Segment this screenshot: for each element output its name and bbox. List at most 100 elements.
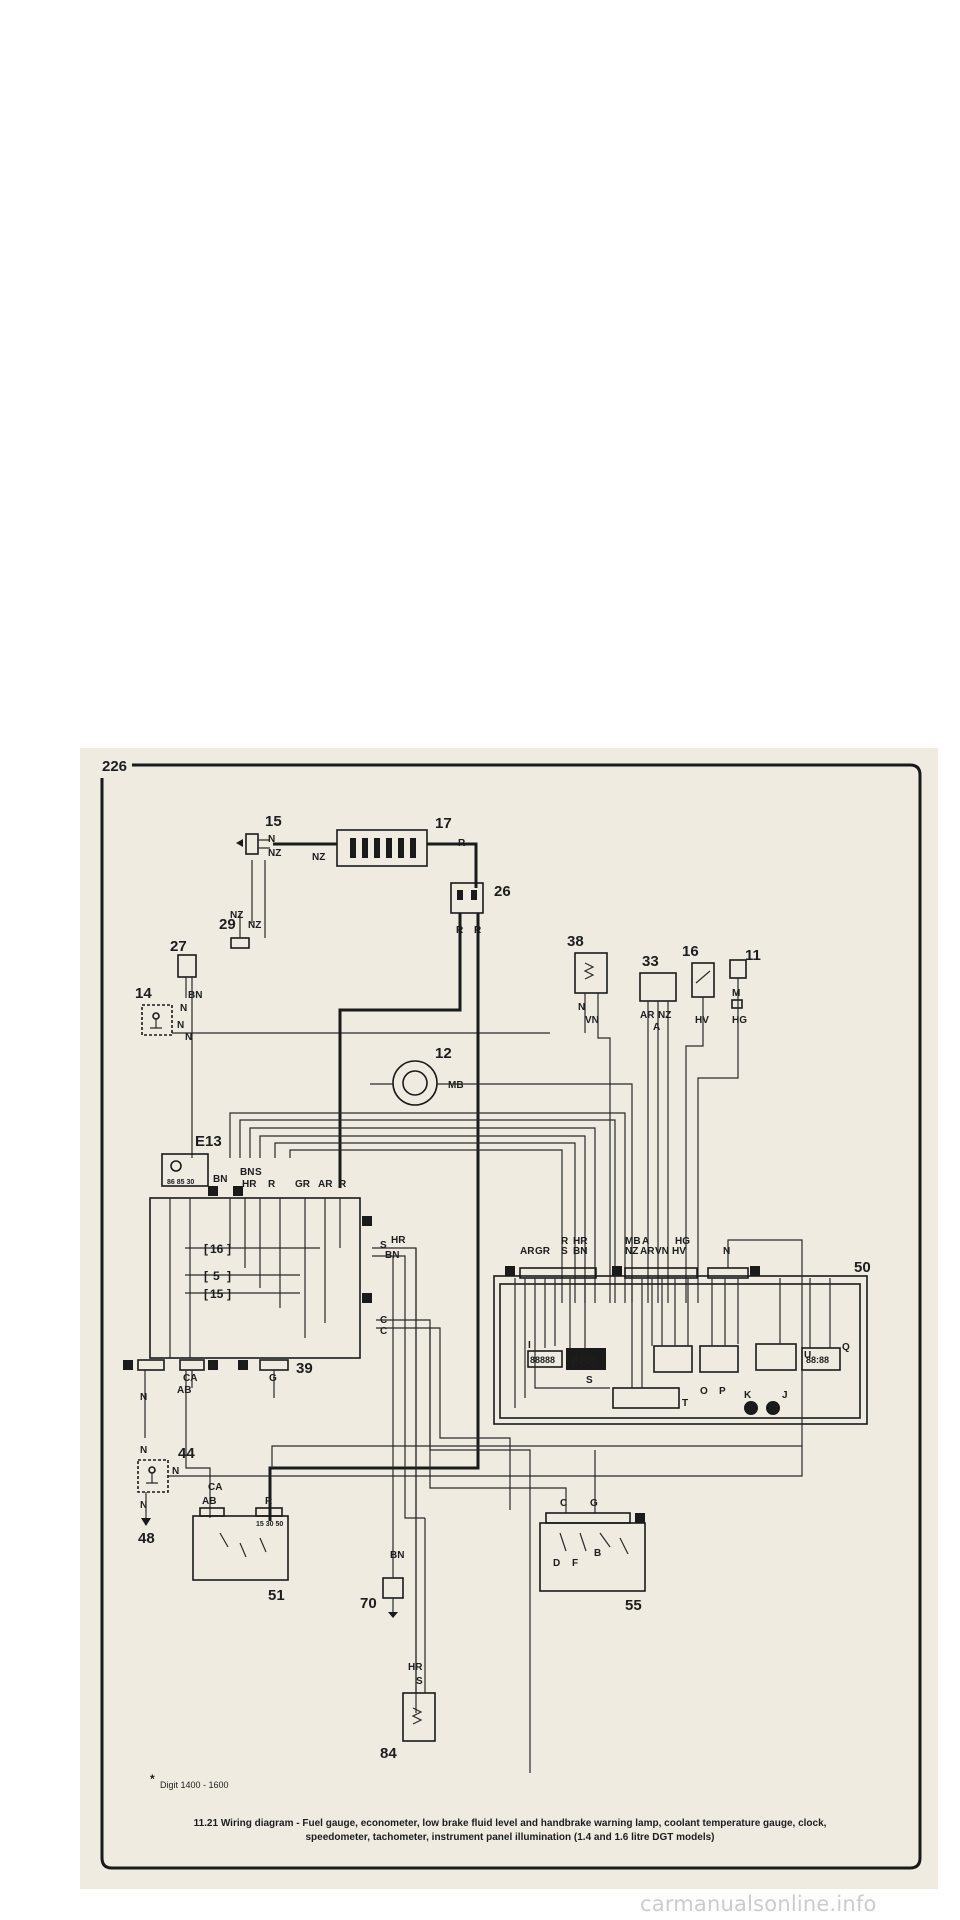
svg-text:HG: HG xyxy=(675,1236,690,1247)
page-frame xyxy=(100,763,922,1870)
svg-text:N: N xyxy=(172,1466,179,1477)
component-33-sender: 33 AR NZ A xyxy=(639,953,677,1303)
svg-text:C: C xyxy=(380,1326,387,1337)
svg-text:14: 14 xyxy=(135,985,152,1002)
component-17-fuel-gauge: 17 NZ R xyxy=(312,815,466,867)
svg-text:B: B xyxy=(614,1268,620,1277)
svg-text:NZ: NZ xyxy=(248,920,261,931)
svg-text:I: I xyxy=(528,1340,531,1351)
svg-text:[: [ xyxy=(204,1242,208,1256)
svg-text:51: 51 xyxy=(268,1587,285,1604)
svg-text:17: 17 xyxy=(435,815,452,832)
component-51-ignition-switch: CA AB R 15 30 50 51 xyxy=(192,1482,289,1604)
svg-text:N: N xyxy=(723,1246,730,1257)
svg-text:12: 12 xyxy=(435,1045,452,1062)
svg-text:S: S xyxy=(255,1167,262,1178)
svg-text:44: 44 xyxy=(178,1445,195,1462)
svg-text:R: R xyxy=(339,1179,347,1190)
svg-text:O: O xyxy=(700,1386,708,1397)
svg-text:NZ: NZ xyxy=(658,1010,671,1021)
footnote-marker: * xyxy=(150,1772,155,1786)
svg-text:S: S xyxy=(561,1246,568,1257)
svg-text:MB: MB xyxy=(625,1236,641,1247)
component-44-ground-point: N N 44 N xyxy=(137,1392,803,1493)
svg-text:]: ] xyxy=(227,1269,231,1283)
svg-text:NZ: NZ xyxy=(312,852,325,863)
svg-text:AR: AR xyxy=(318,1179,333,1190)
svg-text:HV: HV xyxy=(695,1015,709,1026)
wiring-diagram: 226 15 N NZ 17 NZ R 26 R R 29 NZ NZ 27 B xyxy=(100,758,922,1870)
svg-text:HG: HG xyxy=(732,1015,747,1026)
svg-text:N: N xyxy=(185,1032,192,1043)
svg-text:G: G xyxy=(590,1498,598,1509)
svg-text:[: [ xyxy=(204,1287,208,1301)
component-15-sender: 15 N NZ xyxy=(236,813,282,859)
svg-text:BN: BN xyxy=(188,990,202,1001)
svg-text:88:88: 88:88 xyxy=(806,1355,829,1365)
svg-text:CA: CA xyxy=(208,1482,222,1493)
svg-text:N: N xyxy=(177,1020,184,1031)
component-14-ground-point: 14 N N xyxy=(135,985,550,1043)
svg-text:G: G xyxy=(125,1362,131,1371)
svg-text:C: C xyxy=(560,1498,567,1509)
component-16-temperature-sender: 16 HV xyxy=(682,943,715,1303)
component-11-warning-switch: 11 M HG xyxy=(697,947,761,1303)
svg-text:70: 70 xyxy=(360,1595,377,1612)
svg-text:H: H xyxy=(210,1362,216,1371)
svg-text:84: 84 xyxy=(380,1745,397,1762)
svg-text:HV: HV xyxy=(672,1246,686,1257)
svg-text:N: N xyxy=(578,1002,585,1013)
svg-text:50: 50 xyxy=(854,1259,871,1276)
svg-text:NZ: NZ xyxy=(230,910,243,921)
svg-text:R: R xyxy=(268,1179,276,1190)
svg-text:38: 38 xyxy=(567,933,584,950)
caption-line-1: 11.21 Wiring diagram - Fuel gauge, econo… xyxy=(194,1818,827,1829)
fuse-16: [ 16 ] xyxy=(185,1242,320,1256)
svg-text:N: N xyxy=(140,1392,147,1403)
svg-text:33: 33 xyxy=(642,953,659,970)
svg-text:5: 5 xyxy=(213,1269,220,1283)
svg-text:]: ] xyxy=(227,1287,231,1301)
svg-text:AB: AB xyxy=(202,1496,216,1507)
component-12-handbrake-switch: 12 MB xyxy=(370,1045,633,1303)
svg-text:T: T xyxy=(682,1398,688,1409)
svg-text:AR: AR xyxy=(520,1246,535,1257)
svg-text:15: 15 xyxy=(210,1287,224,1301)
svg-text:N: N xyxy=(268,834,275,845)
svg-text:A: A xyxy=(642,1236,649,1247)
component-48-ground: N 48 xyxy=(138,1492,155,1547)
svg-text:U: U xyxy=(804,1350,811,1361)
svg-text:J: J xyxy=(240,1362,244,1371)
svg-text:16: 16 xyxy=(210,1242,224,1256)
svg-text:B: B xyxy=(594,1548,601,1559)
svg-text:AB: AB xyxy=(177,1385,191,1396)
svg-text:R: R xyxy=(561,1236,569,1247)
footnote: Digit 1400 - 1600 xyxy=(160,1780,229,1790)
svg-text:HR: HR xyxy=(242,1179,257,1190)
svg-text:CA: CA xyxy=(183,1373,197,1384)
svg-text:A: A xyxy=(210,1188,216,1197)
svg-text:BN: BN xyxy=(390,1550,404,1561)
svg-text:HR: HR xyxy=(391,1235,406,1246)
component-84-sender: HR S 84 xyxy=(380,1248,436,1762)
svg-text:26: 26 xyxy=(494,883,511,900)
svg-text:BN: BN xyxy=(213,1174,227,1185)
svg-text:VN: VN xyxy=(585,1015,599,1026)
svg-text:S: S xyxy=(380,1240,387,1251)
svg-text:S: S xyxy=(416,1676,423,1687)
svg-text:A: A xyxy=(507,1268,513,1277)
svg-text:AR: AR xyxy=(640,1246,655,1257)
svg-text:F: F xyxy=(572,1558,578,1569)
svg-text:R: R xyxy=(265,1496,273,1507)
svg-text:27: 27 xyxy=(170,938,187,955)
fuse-5: [ 5 ] xyxy=(185,1269,300,1283)
svg-text:A: A xyxy=(653,1022,660,1033)
component-70-switch: BN 70 xyxy=(360,1256,404,1618)
svg-text:GR: GR xyxy=(295,1179,311,1190)
svg-text:P: P xyxy=(719,1386,726,1397)
svg-text:GR: GR xyxy=(535,1246,551,1257)
svg-text:BN: BN xyxy=(573,1246,587,1257)
watermark: carmanualsonline.info xyxy=(640,1892,877,1916)
svg-text:15: 15 xyxy=(265,813,282,830)
svg-text:]: ] xyxy=(227,1242,231,1256)
